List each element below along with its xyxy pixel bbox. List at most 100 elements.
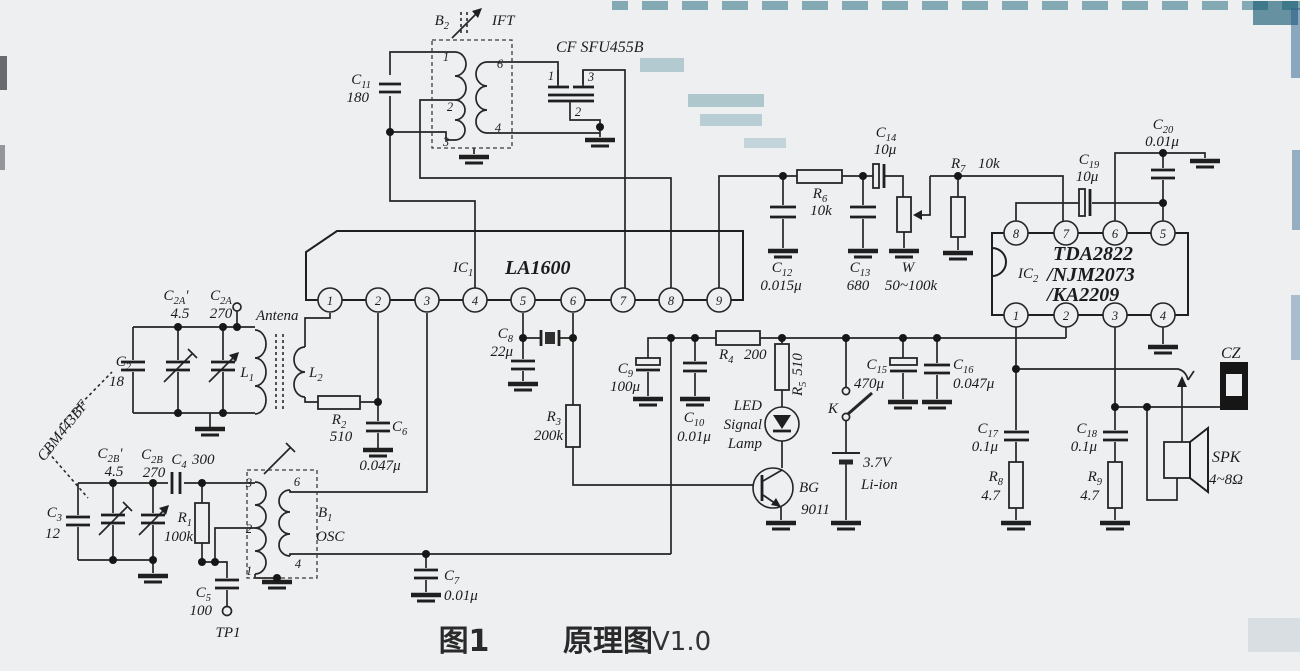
c2at-value: 4.5 xyxy=(171,306,190,322)
r9-body xyxy=(1107,461,1123,509)
r3-ref: R3 xyxy=(546,409,561,428)
ic2-pin-number: 2 xyxy=(1063,309,1069,323)
dashed-outlines xyxy=(47,12,513,579)
ic2-pin-number: 8 xyxy=(1013,227,1020,241)
r7-body xyxy=(950,196,966,238)
b1-pin: 1 xyxy=(246,564,252,578)
c2a-arrow xyxy=(229,352,239,362)
c15-ref: C15 xyxy=(866,357,887,376)
c7-cap xyxy=(414,568,438,580)
l1-coil xyxy=(254,329,267,415)
c16-cap xyxy=(924,363,950,375)
b2-pin: 6 xyxy=(497,57,504,71)
cz-jack-body xyxy=(1220,362,1248,410)
ic2-part-3: /KA2209 xyxy=(1045,284,1119,306)
c14-value: 10μ xyxy=(874,142,897,158)
c2b-value: 270 xyxy=(143,465,166,481)
c2at-ref: C2A' xyxy=(164,288,190,307)
c18-ref: C18 xyxy=(1076,421,1097,440)
ic2-notch xyxy=(991,247,1007,277)
r2-ref: R2 xyxy=(331,412,347,431)
c7-value: 0.01μ xyxy=(444,588,478,604)
bg-part: 9011 xyxy=(801,502,830,518)
ic2-pin-number: 1 xyxy=(1013,309,1019,323)
c20-cap xyxy=(1151,168,1175,180)
gang-label: CBM443BF xyxy=(35,397,93,465)
c6-ref: C6 xyxy=(392,419,408,438)
r3-body xyxy=(565,404,581,448)
c11-cap xyxy=(379,82,401,94)
b1-winding-outline xyxy=(246,469,318,579)
caption-title: 原理图 xyxy=(563,624,653,659)
r1-ref: R1 xyxy=(177,510,192,529)
cz-label: CZ xyxy=(1221,345,1242,362)
c6-cap xyxy=(366,421,390,433)
c2b-ref: C2B xyxy=(141,447,163,466)
junction-dots xyxy=(109,123,1167,582)
c9-ref: C9 xyxy=(618,361,634,380)
led-label-3: Lamp xyxy=(727,436,763,452)
transistor-body xyxy=(752,467,794,509)
c7-ref: C7 xyxy=(444,568,460,587)
r2-value: 510 xyxy=(330,429,353,445)
c2b-cap xyxy=(141,513,165,525)
ic2-pin-number: 3 xyxy=(1111,309,1118,323)
c13-cap xyxy=(850,205,876,219)
c2-cap xyxy=(121,360,145,372)
b1-pin: 6 xyxy=(294,475,301,489)
c6-value: 0.047μ xyxy=(359,458,401,474)
b2-winding-outline xyxy=(431,39,513,149)
c2at-cap xyxy=(166,360,190,372)
c5-value: 100 xyxy=(190,603,213,619)
c15-cap xyxy=(889,357,918,366)
spk-label: SPK xyxy=(1212,449,1242,466)
c17-cap xyxy=(1004,430,1029,442)
c8-ref: C8 xyxy=(498,326,514,345)
caption-figure-number: 图1 xyxy=(439,624,490,659)
electrolytic-caps xyxy=(635,163,1092,373)
c12-ref: C12 xyxy=(772,260,793,279)
component-bodies xyxy=(66,8,1248,617)
r4-ref: R4 xyxy=(718,347,734,366)
ic2-pin-number: 7 xyxy=(1063,227,1070,241)
c2a-value: 270 xyxy=(210,306,233,322)
jack-switch-arrow xyxy=(1177,376,1187,387)
r4-body xyxy=(715,330,761,346)
c9-cap xyxy=(635,357,661,366)
c16-value: 0.047μ xyxy=(953,376,995,392)
c13-value: 680 xyxy=(847,278,870,294)
ic2-pin-number: 6 xyxy=(1112,227,1119,241)
c19-cap xyxy=(1078,188,1086,217)
c3-value: 12 xyxy=(45,526,61,542)
c17-value: 0.1μ xyxy=(972,439,999,455)
ic1-pin-number: 8 xyxy=(668,294,675,308)
ic2-part-1: TDA2822 xyxy=(1053,243,1133,265)
c11-value: 180 xyxy=(347,90,370,106)
ic2-part-2: /NJM2073 xyxy=(1045,264,1135,286)
antenna-label: Antena xyxy=(255,308,299,324)
led-body xyxy=(764,406,800,442)
b1-secondary-coil xyxy=(278,489,291,557)
l1-ref: L1 xyxy=(239,365,254,384)
r8-value: 4.7 xyxy=(981,488,1001,504)
c8-cap xyxy=(511,359,535,371)
b2-pin: 2 xyxy=(447,100,453,114)
r4-value: 200 xyxy=(744,347,767,363)
gang-linkage-dashes xyxy=(47,371,113,499)
c3-cap xyxy=(66,515,90,527)
w-value: 50~100k xyxy=(885,278,938,294)
ic1-pin-number: 6 xyxy=(570,294,577,308)
c5-ref: C5 xyxy=(196,585,211,604)
b1-primary-coil xyxy=(254,481,267,575)
r2-body xyxy=(317,395,361,410)
c17-ref: C17 xyxy=(977,421,998,440)
c2bt-value: 4.5 xyxy=(105,464,124,480)
c19-value: 10μ xyxy=(1076,169,1099,185)
k-switch-contact xyxy=(841,412,851,422)
ic1-part: LA1600 xyxy=(504,257,571,279)
c13-ref: C13 xyxy=(850,260,871,279)
w-ref: W xyxy=(902,260,916,276)
b2-tag: IFT xyxy=(491,13,516,29)
r7-value: 10k xyxy=(978,156,1000,172)
